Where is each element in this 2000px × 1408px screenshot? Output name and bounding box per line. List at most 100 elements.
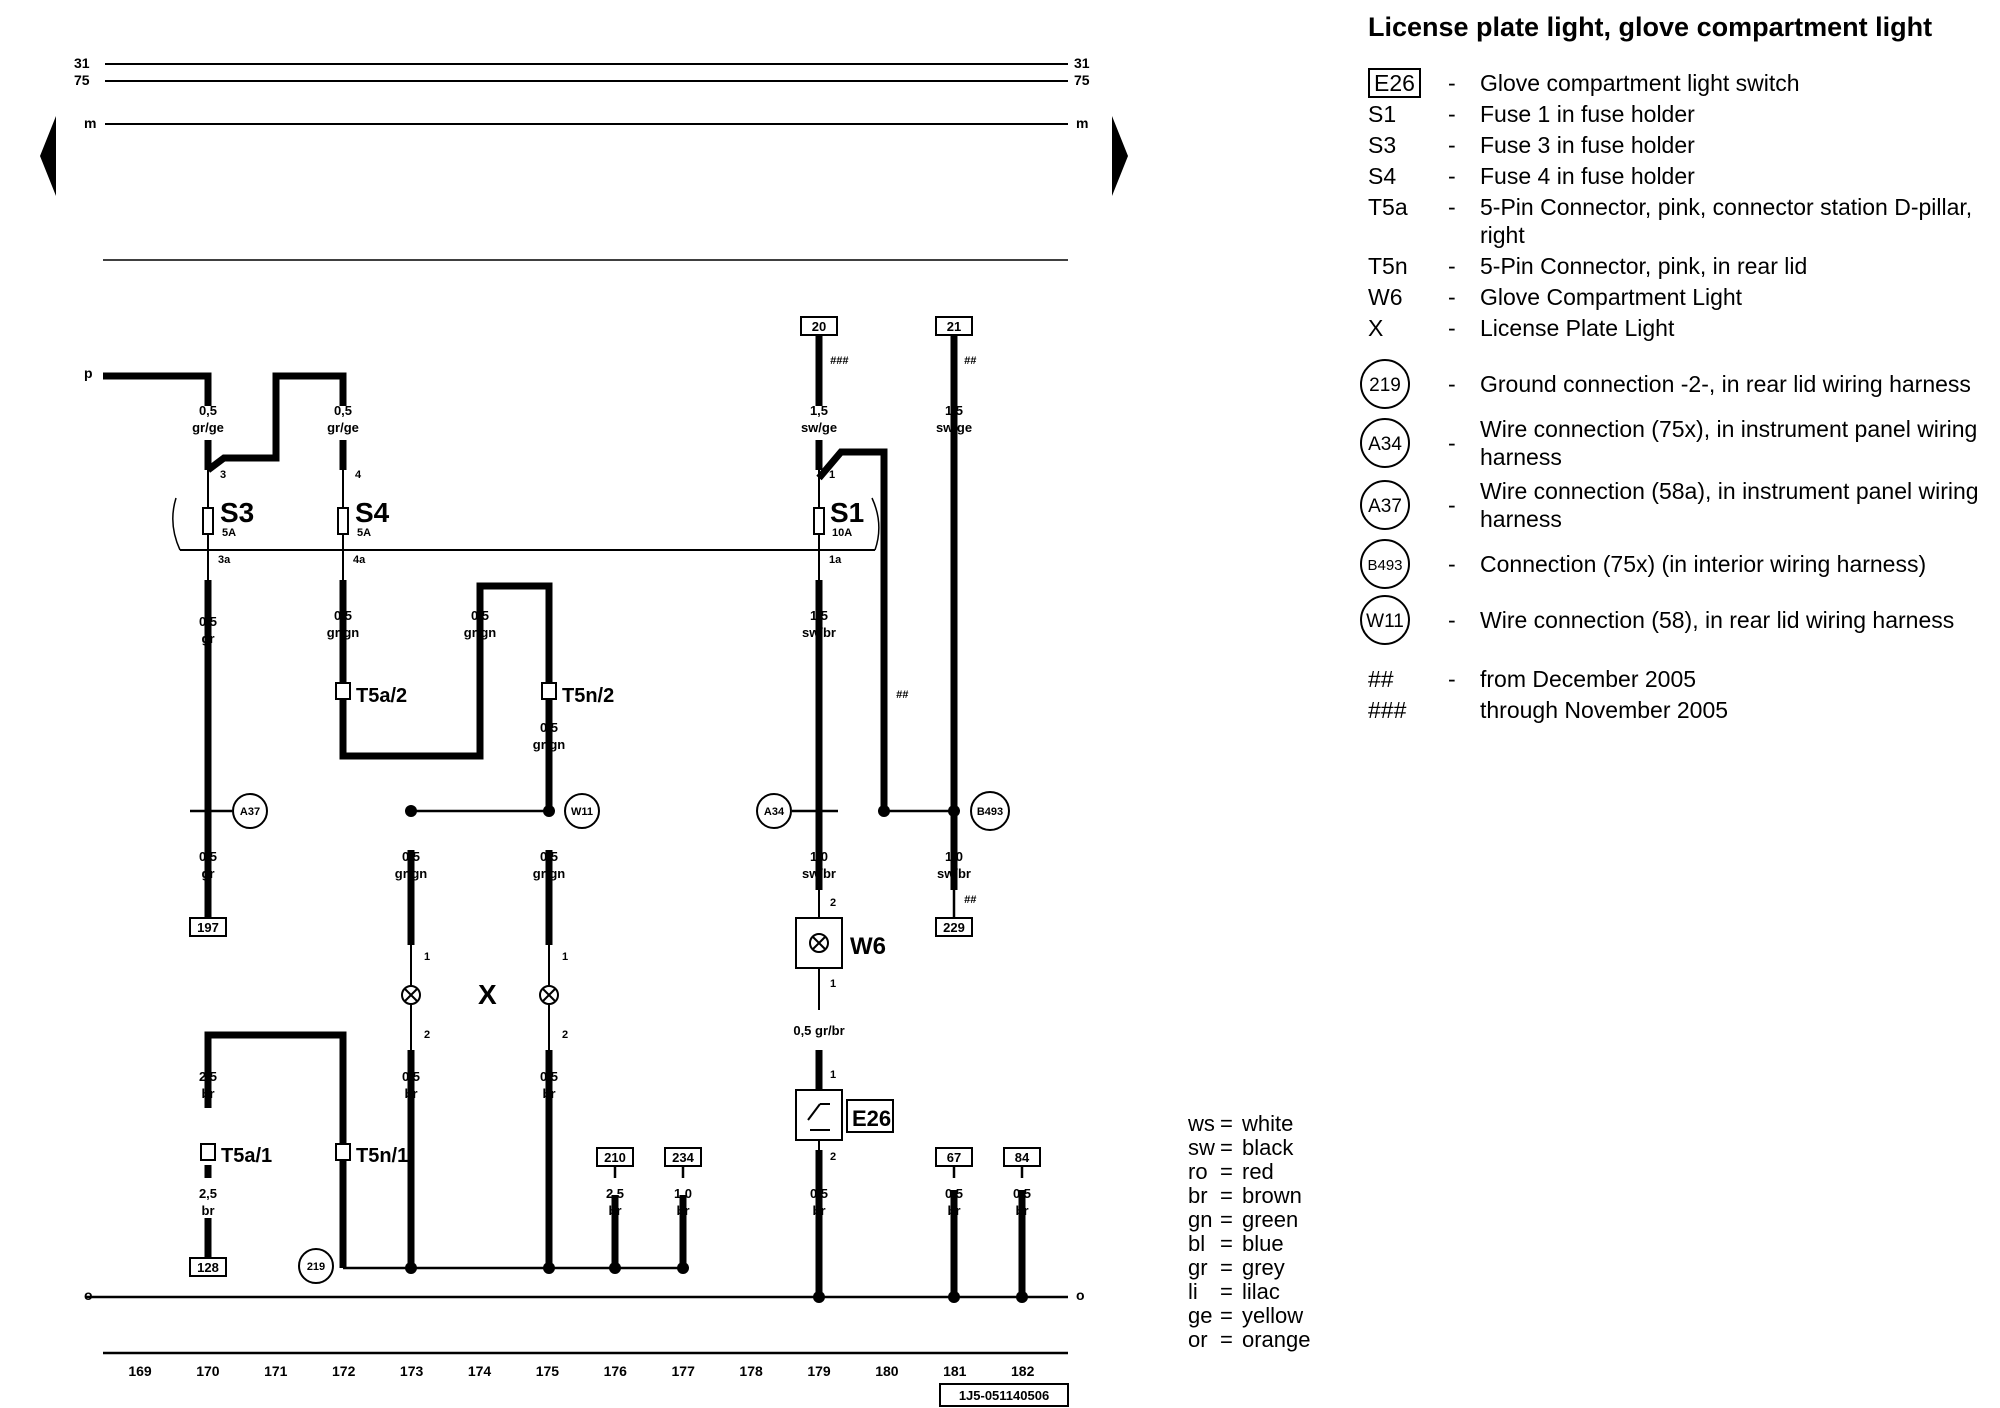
color-name: brown xyxy=(1242,1183,1302,1208)
legend-code: ### xyxy=(1368,696,1448,724)
legend-code-text: ## xyxy=(1368,666,1394,692)
legend-row: B493-Connection (75x) (in interior wirin… xyxy=(1360,539,1988,589)
connector-icons xyxy=(200,682,557,1161)
column-number: 179 xyxy=(807,1363,831,1379)
legend-row: 219-Ground connection -2-, in rear lid w… xyxy=(1360,359,1988,409)
diagram-id-box xyxy=(939,1383,1069,1407)
wire-color: sw/br xyxy=(802,866,836,881)
wire-size: 1,0 xyxy=(674,1186,692,1201)
connector-t5n1-label: T5n/1 xyxy=(356,1145,408,1167)
color-key-row: li=lilac xyxy=(1188,1280,1311,1304)
ref-21[interactable]: 21 xyxy=(947,319,961,334)
w6-label: W6 xyxy=(850,933,886,960)
wire-color: gr/gn xyxy=(533,866,566,881)
thick-wires xyxy=(103,335,1026,1295)
rail-75-label-right: 75 xyxy=(1074,72,1090,88)
legend-code: A37 xyxy=(1360,480,1448,530)
fuse-s3-label: S3 xyxy=(220,497,254,528)
e26-label: E26 xyxy=(852,1106,891,1131)
previous-page-arrow-icon[interactable] xyxy=(40,116,56,196)
legend-description: Wire connection (75x), in instrument pan… xyxy=(1480,416,1978,470)
legend-code-text: 219 xyxy=(1360,359,1410,409)
wire-size: 0,5 xyxy=(945,1186,963,1201)
wire-color: gr/ge xyxy=(192,420,224,435)
wire-size: 0,5 xyxy=(402,849,420,864)
legend-row: A37-Wire connection (58a), in instrument… xyxy=(1360,477,1988,533)
color-abbr: ws xyxy=(1188,1111,1215,1136)
ref-210[interactable]: 210 xyxy=(604,1150,626,1165)
ref-84[interactable]: 84 xyxy=(1015,1150,1030,1165)
legend-description: Ground connection -2-, in rear lid wirin… xyxy=(1480,371,1971,397)
color-name: black xyxy=(1242,1135,1294,1160)
wire-size: 0,5 xyxy=(334,608,352,623)
pin-s4-in: 4 xyxy=(355,469,362,481)
legend-description: License Plate Light xyxy=(1480,315,1675,341)
color-abbr: gn xyxy=(1188,1207,1213,1232)
legend-code-text: W11 xyxy=(1360,595,1410,645)
wire-color: sw/br xyxy=(802,625,836,640)
column-number: 181 xyxy=(943,1363,967,1379)
rail-o-label-right: o xyxy=(1076,1287,1085,1303)
color-key-row: bl=blue xyxy=(1188,1232,1311,1256)
color-name: red xyxy=(1242,1159,1274,1184)
legend-code: T5n xyxy=(1368,252,1448,280)
legend-code: W6 xyxy=(1368,283,1448,311)
legend-separator: - xyxy=(1448,101,1456,127)
fuse-s4-label: S4 xyxy=(355,497,390,528)
wire-color: gr xyxy=(202,631,215,646)
ref-229[interactable]: 229 xyxy=(943,920,965,935)
ref-20[interactable]: 20 xyxy=(812,319,826,334)
diagram-id: 1J5-051140506 xyxy=(959,1388,1049,1403)
legend-row: ### through November 2005 xyxy=(1368,696,1988,724)
wire-size: 0,5 xyxy=(1013,1186,1031,1201)
legend-row: S4-Fuse 4 in fuse holder xyxy=(1368,162,1988,190)
color-key-row: ws=white xyxy=(1188,1112,1311,1136)
legend-separator: - xyxy=(1448,132,1456,158)
ref-234[interactable]: 234 xyxy=(672,1150,694,1165)
pin-w6-top: 2 xyxy=(830,897,836,909)
color-key-row: or=orange xyxy=(1188,1328,1311,1352)
fuse-s4 xyxy=(337,470,349,580)
color-abbr: li xyxy=(1188,1279,1198,1304)
legend-description: through November 2005 xyxy=(1480,697,1729,723)
legend-panel: License plate light, glove compartment l… xyxy=(1360,12,1988,727)
ref-128[interactable]: 128 xyxy=(197,1260,219,1275)
color-key-row: br=brown xyxy=(1188,1184,1311,1208)
wire-color: br xyxy=(948,1203,961,1218)
wire-color: br xyxy=(202,1203,215,1218)
legend-code-text: W6 xyxy=(1368,284,1403,310)
legend-code-text: A34 xyxy=(1360,418,1410,468)
fuse-s3 xyxy=(202,470,214,580)
ref-197[interactable]: 197 xyxy=(197,920,219,935)
equals-sign: = xyxy=(1220,1207,1233,1232)
equals-sign: = xyxy=(1220,1111,1233,1136)
legend-description: Fuse 4 in fuse holder xyxy=(1480,163,1695,189)
wire-size: 0,5 xyxy=(199,403,217,418)
next-page-arrow-icon[interactable] xyxy=(1112,116,1128,196)
license-plate-light-label: X xyxy=(478,979,497,1010)
legend-separator: - xyxy=(1448,253,1456,279)
legend-code-text: T5a xyxy=(1368,194,1408,220)
legend-separator: - xyxy=(1448,607,1456,633)
legend-code: S4 xyxy=(1368,162,1448,190)
legend-description: Wire connection (58a), in instrument pan… xyxy=(1480,478,1979,532)
rail-m-label-right: m xyxy=(1076,115,1088,131)
legend-separator: - xyxy=(1448,284,1456,310)
legend-description: Wire connection (58), in rear lid wiring… xyxy=(1480,607,1955,633)
column-number: 173 xyxy=(400,1363,424,1379)
pin-s1-in: 1 xyxy=(829,469,835,481)
pin-s1-out: 1a xyxy=(829,554,842,566)
ref-67[interactable]: 67 xyxy=(947,1150,961,1165)
glove-compartment-switch xyxy=(795,1050,843,1150)
legend-row: T5a-5-Pin Connector, pink, connector sta… xyxy=(1368,193,1988,249)
rail-75-label-left: 75 xyxy=(74,72,90,88)
legend-code-text: S4 xyxy=(1368,163,1397,189)
legend-description: Glove Compartment Light xyxy=(1480,284,1743,310)
legend-description: Connection (75x) (in interior wiring har… xyxy=(1480,551,1927,577)
legend-code: ## xyxy=(1368,665,1448,693)
legend-code-text: B493 xyxy=(1360,539,1410,589)
wire-color: sw/br xyxy=(937,866,971,881)
fuse-s3-rating: 5A xyxy=(222,527,236,539)
rail-31-label-right: 31 xyxy=(1074,55,1090,71)
